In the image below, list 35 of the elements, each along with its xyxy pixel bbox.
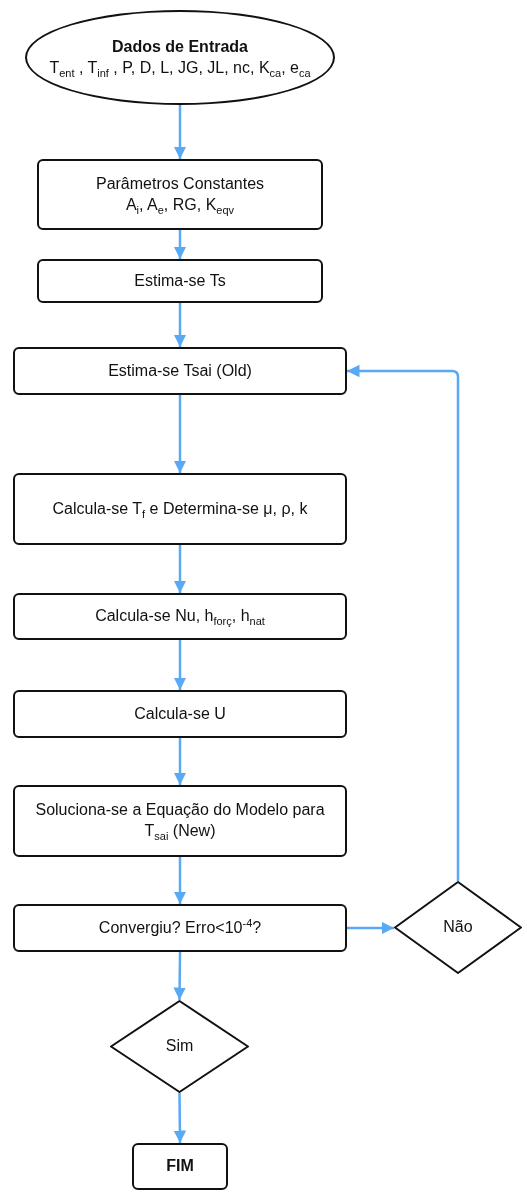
node-text: FIM (166, 1156, 194, 1177)
arrow (173, 303, 187, 347)
node-text: Soluciona-se a Equação do Modelo para T$_{sai}$ (New) (34, 800, 326, 842)
node-text: T$_{ent}$ , T$_{inf}$ , P, D, L, JG, JL, nc, K$_{ca}$, e$_{ca}$ (49, 57, 311, 79)
node-text: Convergiu? Erro<10$^{-4}$? (98, 917, 262, 938)
node-heading: Dados de Entrada (112, 36, 248, 57)
process-box (13, 785, 347, 857)
arrow (347, 364, 460, 881)
arrow (173, 105, 187, 159)
node-text: Calcula-se U (134, 703, 226, 724)
arrow (173, 395, 187, 473)
process-box (37, 159, 323, 230)
arrow (173, 545, 187, 593)
node-text: Calcula-se T$_{f}$ e Determina-se μ, ρ, k (52, 498, 308, 520)
arrow (173, 640, 187, 690)
arrow (173, 1093, 187, 1143)
process-box (13, 690, 347, 738)
node-text: Sim (165, 1036, 194, 1057)
process-box (13, 347, 347, 395)
node-text: A$_{i}$, A$_{e}$, RG, K$_{eqv}$ (125, 194, 235, 216)
node-text: Calcula-se Nu, h$_{forç}$, h$_{nat}$ (95, 606, 265, 627)
node-text: Estima-se Ts (134, 270, 226, 291)
node-text: Não (443, 917, 473, 938)
process-box (132, 1143, 228, 1190)
node-text: Estima-se Tsai (Old) (108, 360, 252, 381)
arrow (173, 230, 187, 259)
process-box (13, 473, 347, 545)
arrow (173, 952, 186, 1000)
process-box (13, 904, 347, 952)
node-heading: Parâmetros Constantes (95, 173, 265, 194)
arrow (173, 738, 187, 785)
process-box (37, 259, 323, 303)
arrow (347, 921, 394, 935)
arrow (173, 857, 187, 904)
process-box (13, 593, 347, 640)
